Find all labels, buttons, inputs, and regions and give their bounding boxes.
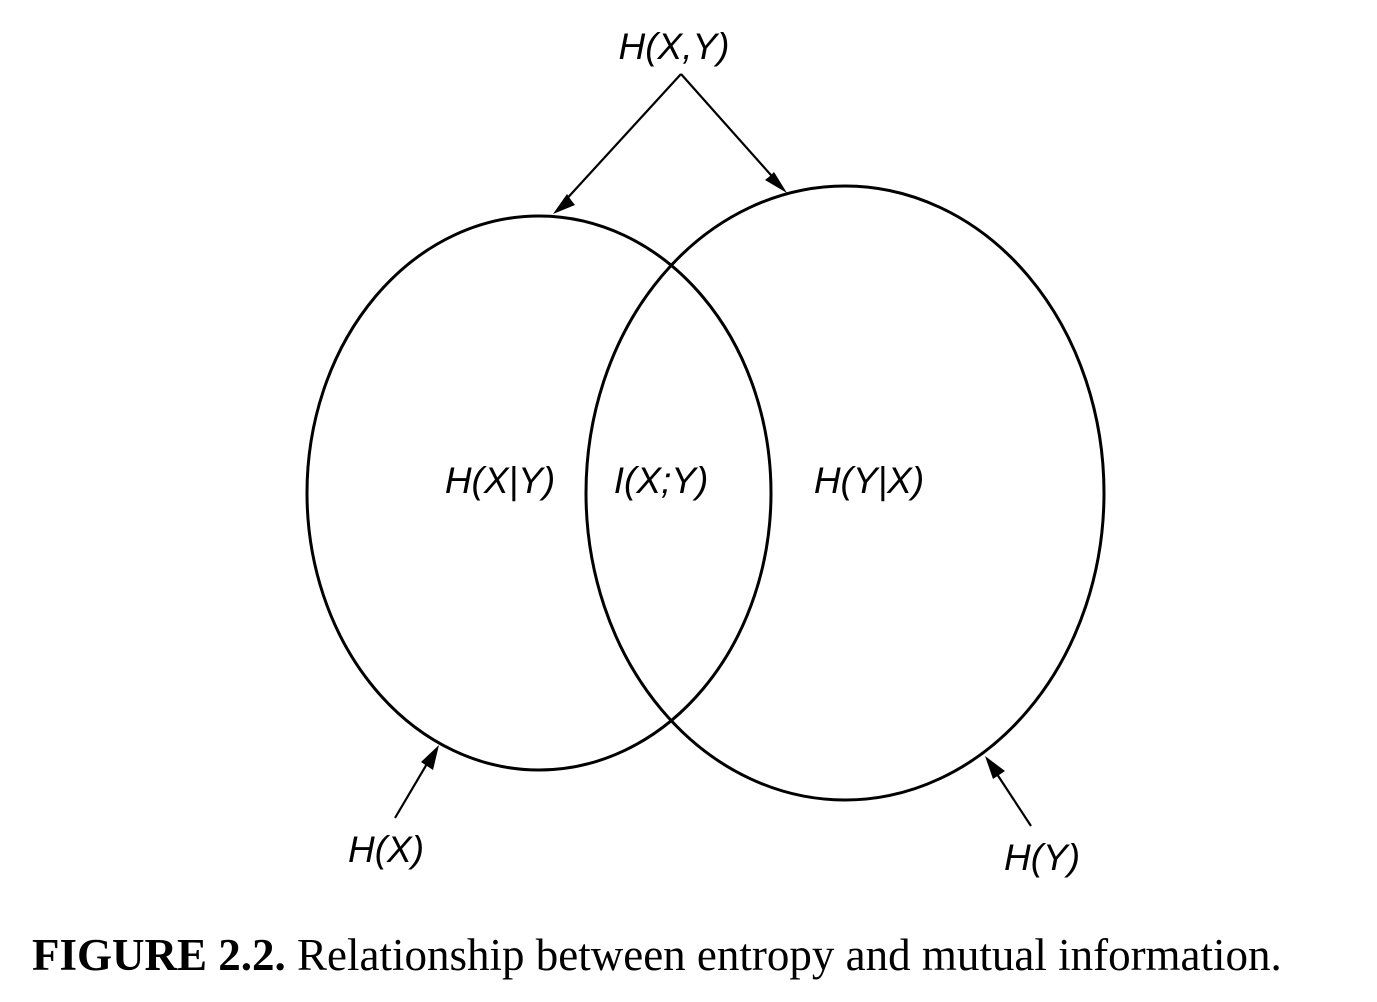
entropy-venn-diagram: H(X,Y) H(X|Y) I(X;Y) H(Y|X) H(X) H(Y) <box>305 26 1106 878</box>
hx-arrowhead <box>421 745 439 770</box>
joint-to-hy-arrowhead <box>765 172 787 193</box>
hy-ellipse <box>584 184 1106 802</box>
hx-ellipse <box>305 214 773 772</box>
hy-arrowhead <box>985 756 1005 779</box>
joint-to-hy-arrow-line <box>680 73 779 184</box>
entropy-x-label: H(X) <box>348 829 424 870</box>
conditional-entropy-x-given-y-label: H(X|Y) <box>445 460 555 501</box>
figure-caption-text: Relationship between entropy and mutual … <box>297 930 1282 980</box>
mutual-information-label: I(X;Y) <box>614 460 709 501</box>
entropy-y-label: H(Y) <box>1004 837 1080 878</box>
joint-to-hx-arrowhead <box>553 194 575 214</box>
hx-arrow-line <box>394 756 432 819</box>
figure-number: FIGURE 2.2. <box>32 930 286 980</box>
figure-caption: FIGURE 2.2. Relationship between entropy… <box>32 928 1372 982</box>
joint-to-hx-arrow-line <box>561 73 682 205</box>
conditional-entropy-y-given-x-label: H(Y|X) <box>814 460 924 501</box>
joint-entropy-label: H(X,Y) <box>619 26 730 67</box>
hy-arrow-line <box>992 767 1032 827</box>
